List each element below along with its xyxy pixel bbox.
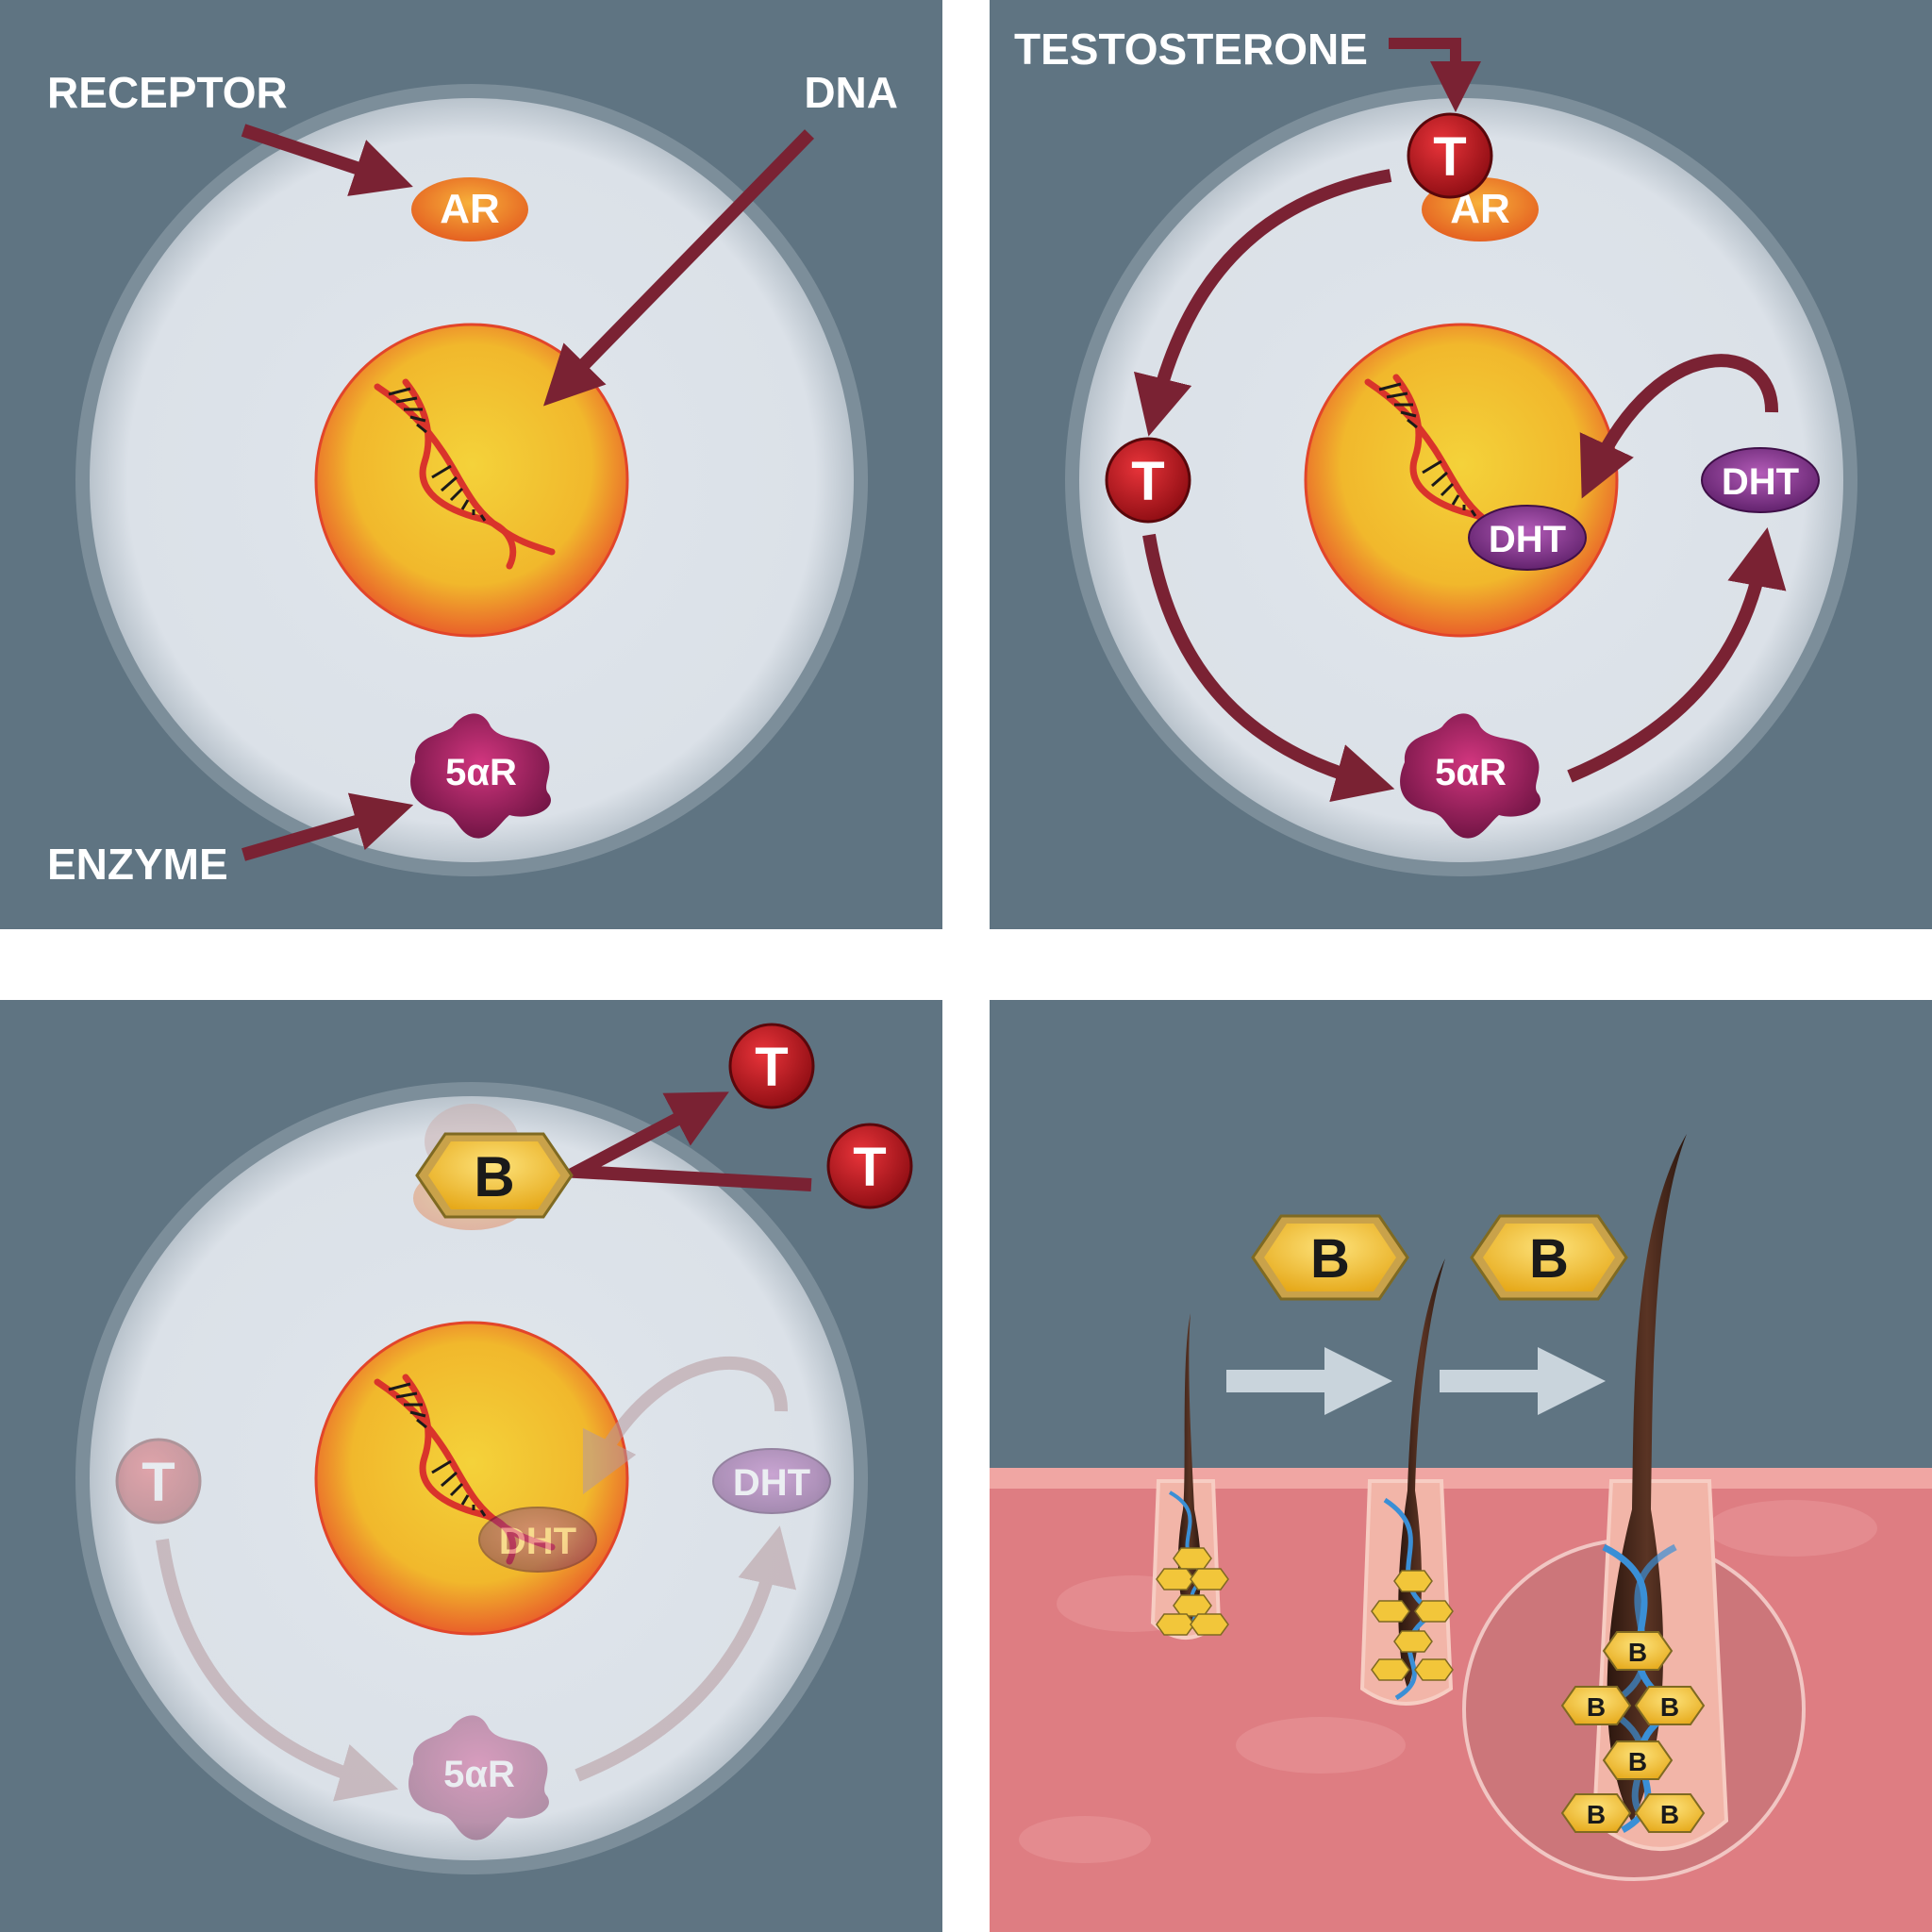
hair-follicle-small — [1150, 1313, 1229, 1640]
testosterone-molecule-bound-label: T — [1433, 126, 1466, 188]
faded-arrow-to-dht — [575, 1525, 797, 1782]
faded-dht-label: DHT — [733, 1462, 810, 1504]
testosterone-deflected-label: T — [755, 1037, 788, 1098]
testosterone-label: TESTOSTERONE — [1014, 25, 1368, 74]
faded-dht-bound-label: DHT — [499, 1521, 576, 1562]
receptor-molecule-label: AR — [440, 186, 500, 232]
arrow-dht-to-nucleus — [1579, 354, 1779, 499]
faded-testosterone-label: T — [142, 1452, 175, 1513]
dht-molecule-bound-label: DHT — [1489, 519, 1566, 560]
panel-cell-components: AR 5αR RECEPTOR DNA ENZYME — [0, 0, 942, 929]
receptor-label: RECEPTOR — [47, 68, 288, 117]
svg-text:B: B — [1587, 1692, 1606, 1722]
hair-follicle-medium — [1359, 1258, 1454, 1706]
arrow-testosterone-release — [1133, 169, 1392, 437]
svg-text:B: B — [1660, 1692, 1679, 1722]
enzyme-molecule-2-label: 5αR — [1435, 752, 1507, 793]
svg-text:B: B — [1628, 1638, 1647, 1667]
panel-dht-conversion: AR T T 5αR DHT DHT TESTOSTERONE — [990, 0, 1932, 929]
enzyme-molecule-label: 5αR — [445, 752, 517, 793]
panel-blocker-action: T 5αR DHT DHT AR B T T — [0, 1000, 942, 1932]
faded-arrow-to-enzyme — [156, 1539, 399, 1802]
follicle-blockers: B B B B B B — [1561, 1631, 1705, 1833]
dna-pointer-arrow — [542, 129, 815, 407]
blocker-molecule-2-label: B — [1310, 1228, 1350, 1290]
svg-text:B: B — [1660, 1800, 1679, 1829]
svg-text:B: B — [1587, 1800, 1606, 1829]
dna-label: DNA — [804, 68, 898, 117]
testosterone-entry-arrow — [1389, 38, 1481, 112]
faded-enzyme-label: 5αR — [443, 1754, 515, 1795]
blocker-molecule-3-label: B — [1529, 1228, 1569, 1290]
testosterone-incoming-label: T — [853, 1137, 886, 1198]
panel-hair-growth: B B — [990, 1000, 1932, 1932]
dht-molecule-free-label: DHT — [1722, 461, 1799, 503]
enzyme-label: ENZYME — [47, 840, 228, 889]
faded-arrow-dht-to-nucleus — [582, 1356, 789, 1495]
blocker-molecule-label: B — [474, 1145, 514, 1208]
testosterone-molecule-free-label: T — [1131, 451, 1164, 512]
svg-text:B: B — [1628, 1747, 1647, 1776]
enzyme-pointer-arrow — [242, 792, 414, 861]
arrow-to-enzyme — [1142, 533, 1395, 802]
deflection-arrow — [553, 1091, 812, 1191]
arrow-to-dht — [1567, 527, 1787, 783]
receptor-pointer-arrow — [241, 124, 413, 196]
